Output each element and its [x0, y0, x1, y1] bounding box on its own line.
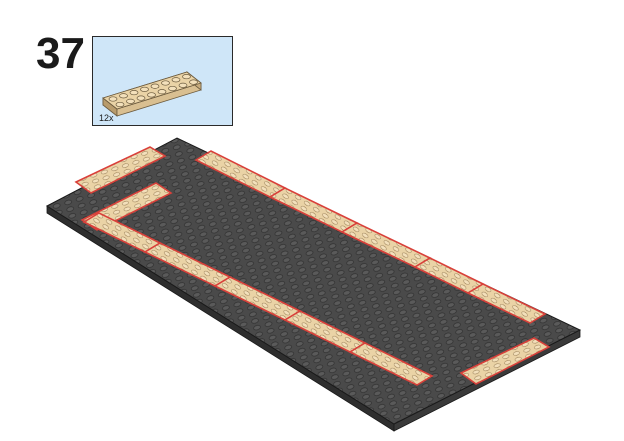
dark-baseplate	[47, 138, 580, 431]
